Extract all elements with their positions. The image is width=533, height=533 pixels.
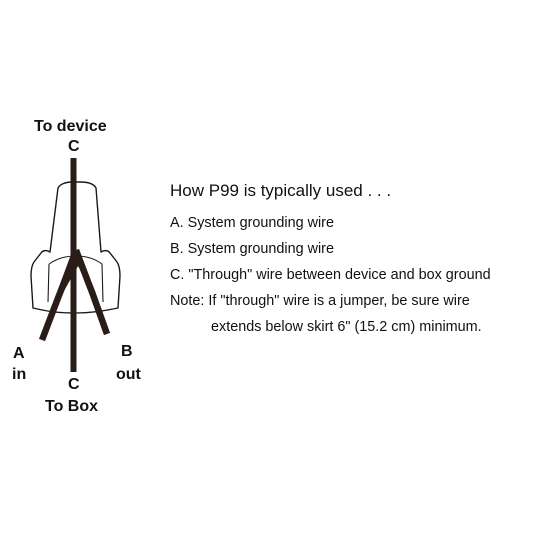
usage-item-a: A. System grounding wire (170, 215, 334, 231)
usage-note: Note: If "through" wire is a jumper, be … (170, 293, 470, 309)
label-c-bottom: C (68, 376, 80, 393)
usage-note-continued: extends below skirt 6" (15.2 cm) minimum… (211, 319, 482, 335)
label-to-box: To Box (45, 398, 99, 415)
usage-item-b: B. System grounding wire (170, 241, 334, 257)
label-a: A (13, 345, 25, 362)
wire-a-twist (54, 258, 102, 313)
label-to-device: To device (34, 118, 107, 135)
label-in: in (12, 366, 27, 383)
label-out: out (116, 366, 141, 383)
connector-cap-outline (30, 181, 121, 309)
connector-inner-rib-right (101, 263, 104, 303)
usage-heading: How P99 is typically used . . . (170, 181, 392, 200)
usage-item-c: C. "Through" wire between device and box… (170, 267, 491, 283)
label-c-top: C (68, 138, 80, 155)
label-b: B (121, 343, 133, 360)
connector-inner-rib-left (47, 263, 50, 303)
